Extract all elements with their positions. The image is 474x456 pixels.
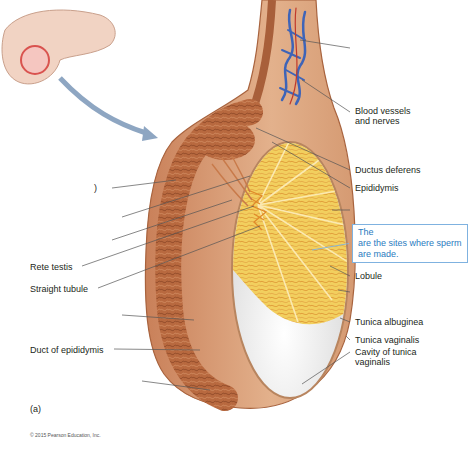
callout-leader: [312, 244, 349, 251]
part-label: © 2015 Pearson Education, Inc.: [30, 432, 101, 438]
efferent-ductules: [212, 156, 252, 206]
part-label: Epididymis: [355, 183, 399, 193]
part-label: Straight tubule: [30, 284, 88, 294]
body-inset: [2, 10, 158, 141]
part-label: Cavity of tunica vaginalis: [355, 347, 425, 367]
rete-testis: [248, 190, 266, 230]
callout-text: The: [358, 227, 462, 238]
leader-lines: [82, 40, 350, 390]
part-label: Blood vessels and nerves: [355, 106, 423, 126]
part-label: Tunica vaginalis: [355, 335, 419, 345]
part-label: Ductus deferens: [355, 165, 421, 175]
callout-text: are the sites where sperm are made.: [358, 238, 462, 260]
part-label: (a): [30, 404, 41, 414]
part-label: Tunica albuginea: [355, 317, 423, 327]
part-label: Lobule: [355, 271, 382, 281]
callout-box: Theare the sites where sperm are made.: [352, 224, 468, 263]
blood-vessels: [280, 8, 305, 104]
part-label: ): [94, 183, 97, 193]
part-label: Rete testis: [30, 262, 73, 272]
part-label: Duct of epididymis: [30, 345, 104, 355]
